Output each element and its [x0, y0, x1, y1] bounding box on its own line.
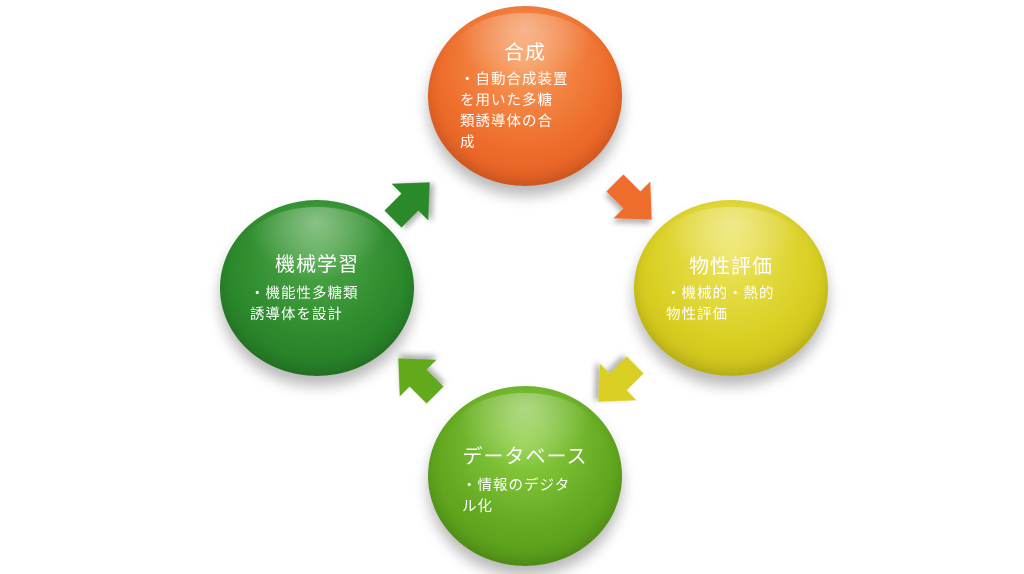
node-database: データベース ・情報のデジタ ル化 [428, 386, 622, 566]
node-synthesis-title: 合成 [504, 40, 546, 64]
arrow-property-to-database [598, 356, 644, 402]
arrow-synthesis-to-property [606, 174, 652, 220]
node-synthesis-desc: ・自動合成装置 を用いた多糖 類誘導体の合 成 [460, 72, 569, 151]
node-property-evaluation: 物性評価 ・機械的・熱的 物性評価 [634, 200, 828, 376]
node-database-title: データベース [462, 444, 588, 468]
node-ml-title: 機械学習 [275, 252, 359, 276]
node-synthesis: 合成 ・自動合成装置 を用いた多糖 類誘導体の合 成 [428, 6, 622, 186]
node-machine-learning: 機械学習 ・機能性多糖類 誘導体を設計 [220, 200, 414, 376]
node-ml-desc: ・機能性多糖類 誘導体を設計 [250, 286, 359, 323]
arrow-ml-to-synthesis [384, 182, 430, 228]
node-database-desc: ・情報のデジタ ル化 [462, 478, 571, 515]
arrow-database-to-ml [398, 358, 444, 404]
node-property-desc: ・機械的・熱的 物性評価 [666, 286, 775, 323]
node-property-title: 物性評価 [689, 254, 773, 278]
